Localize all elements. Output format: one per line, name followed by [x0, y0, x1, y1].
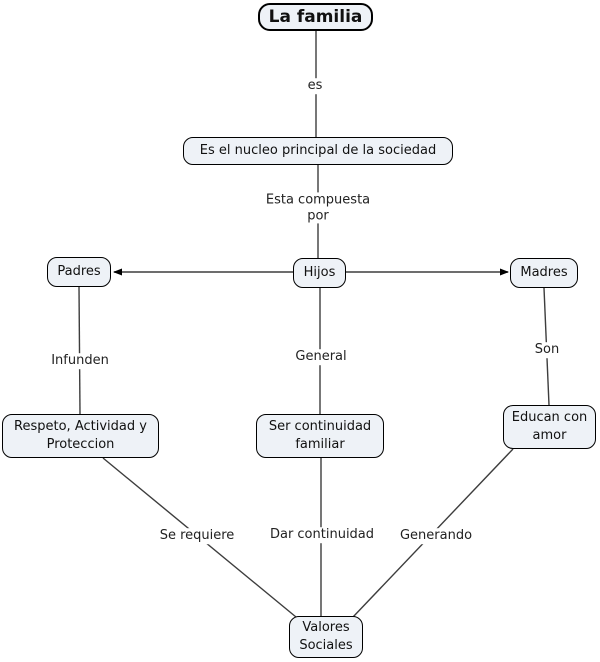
link-label-esta-compuesta-por[interactable]: Esta compuesta por: [260, 192, 376, 224]
link-label-es[interactable]: es: [304, 78, 326, 94]
node-respeto-actividad-proteccion[interactable]: Respeto, Actividad y Proteccion: [2, 414, 159, 458]
link-label-se-requiere[interactable]: Se requiere: [156, 528, 238, 544]
node-hijos[interactable]: Hijos: [293, 258, 346, 288]
node-la-familia[interactable]: La familia: [258, 3, 373, 31]
link-label-dar-continuidad[interactable]: Dar continuidad: [266, 527, 378, 543]
node-nucleo-principal[interactable]: Es el nucleo principal de la sociedad: [183, 137, 453, 165]
node-padres[interactable]: Padres: [47, 257, 111, 287]
edge-padres-respeto: [78, 286, 81, 415]
link-label-generando[interactable]: Generando: [396, 528, 476, 544]
link-label-son[interactable]: Son: [531, 342, 563, 358]
node-educan-con-amor[interactable]: Educan con amor: [503, 405, 596, 449]
node-valores-sociales[interactable]: Valores Sociales: [289, 616, 363, 658]
node-madres[interactable]: Madres: [510, 258, 578, 288]
node-ser-continuidad-familiar[interactable]: Ser continuidad familiar: [256, 414, 384, 458]
link-label-general[interactable]: General: [292, 349, 350, 365]
link-label-infunden[interactable]: Infunden: [48, 353, 112, 369]
